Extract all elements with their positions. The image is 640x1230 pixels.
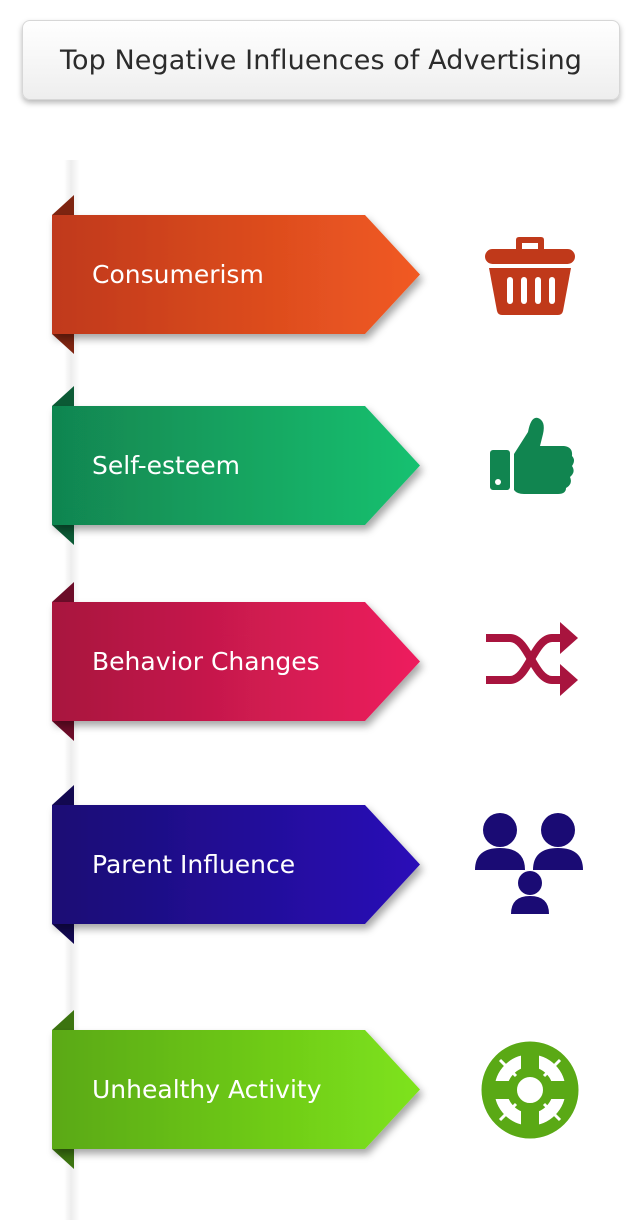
- group-users-icon: [470, 808, 590, 918]
- ribbon-shape: [52, 785, 420, 944]
- ribbon-label: Parent Influence: [92, 850, 296, 879]
- ribbon-shape: [52, 386, 420, 545]
- ribbon-parent-influence: Parent Influence: [0, 785, 440, 945]
- ribbon-shape: [52, 582, 420, 741]
- ribbon-behavior-changes: Behavior Changes: [0, 582, 440, 742]
- ribbon-shape: [52, 195, 420, 354]
- ribbon-unhealthy-activity: Unhealthy Activity: [0, 1010, 440, 1170]
- ribbon-label: Consumerism: [92, 260, 264, 289]
- ribbon-label: Unhealthy Activity: [92, 1075, 322, 1104]
- thumbs-up-icon: [470, 412, 590, 522]
- ribbon-self-esteem: Self-esteem: [0, 386, 440, 546]
- ribbon-label: Behavior Changes: [92, 647, 320, 676]
- page-title: Top Negative Influences of Advertising: [59, 44, 583, 76]
- ribbon-consumerism: Consumerism: [0, 195, 440, 355]
- ribbon-label: Self-esteem: [92, 451, 240, 480]
- lifebuoy-icon: [470, 1035, 590, 1145]
- shuffle-icon: [470, 608, 590, 718]
- title-box: Top Negative Influences of Advertising: [22, 20, 620, 100]
- ribbon-shape: [52, 1010, 420, 1169]
- shopping-basket-icon: [470, 225, 590, 335]
